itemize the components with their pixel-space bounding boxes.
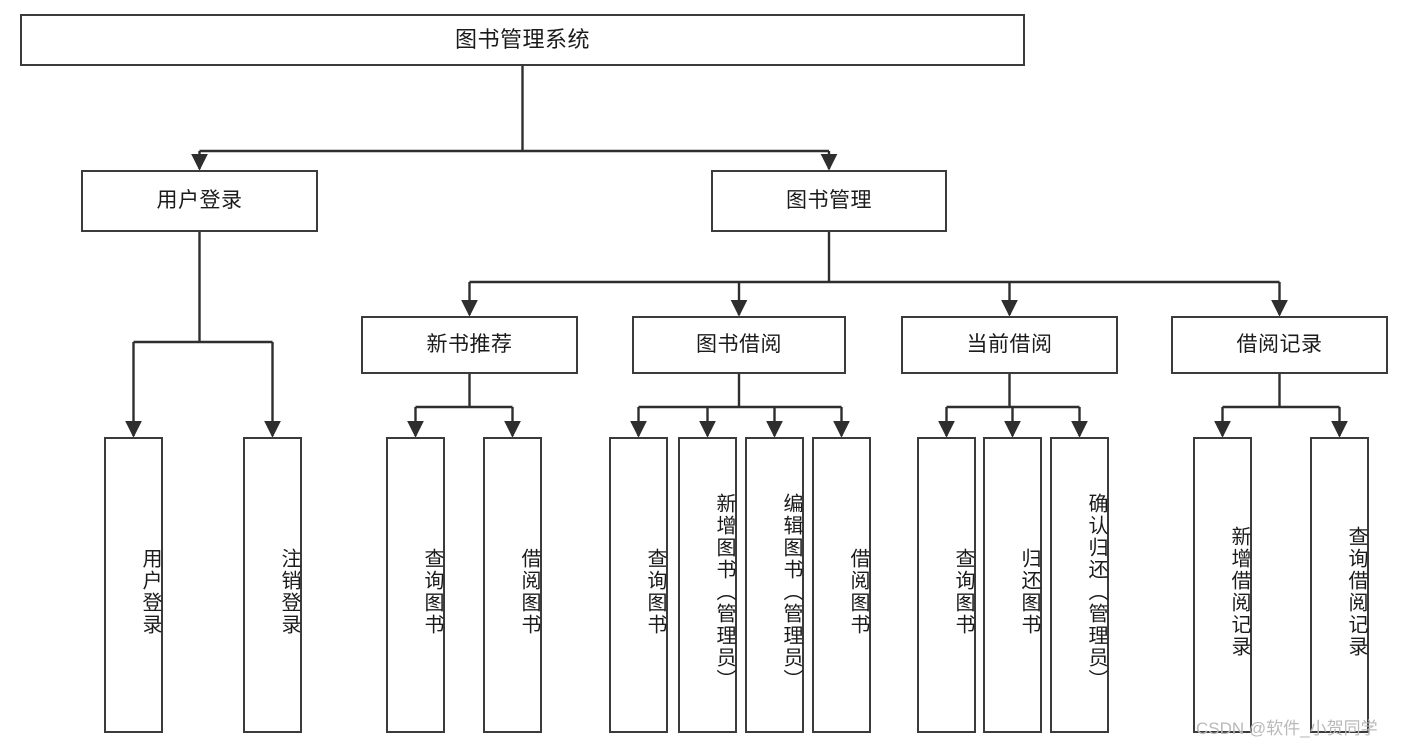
- node-leaf-query-book-borrow[interactable]: 查询图书: [609, 437, 668, 733]
- node-leaf-return-book[interactable]: 归还图书: [983, 437, 1042, 733]
- node-current-borrow[interactable]: 当前借阅: [901, 316, 1118, 374]
- node-label: 借阅图书: [847, 548, 869, 636]
- node-label: 新增图书（管理员）: [713, 493, 735, 691]
- node-label: 借阅记录: [1236, 332, 1323, 356]
- node-label: 用户登录: [156, 188, 243, 212]
- node-root[interactable]: 图书管理系统: [20, 14, 1025, 66]
- node-label: 查询借阅记录: [1345, 526, 1367, 658]
- node-label: 图书管理系统: [454, 27, 590, 53]
- node-label: 新增借阅记录: [1228, 526, 1250, 658]
- node-leaf-add-borrow-record[interactable]: 新增借阅记录: [1193, 437, 1252, 733]
- node-leaf-edit-book-admin[interactable]: 编辑图书（管理员）: [745, 437, 804, 733]
- node-label: 查询图书: [952, 548, 974, 636]
- node-label: 查询图书: [644, 548, 666, 636]
- node-label: 编辑图书（管理员）: [780, 493, 802, 691]
- node-label: 借阅图书: [518, 548, 540, 636]
- node-user-login[interactable]: 用户登录: [81, 170, 318, 232]
- node-new-book-recommend[interactable]: 新书推荐: [361, 316, 578, 374]
- node-leaf-user-login[interactable]: 用户登录: [104, 437, 163, 733]
- node-leaf-query-book-cur[interactable]: 查询图书: [917, 437, 976, 733]
- node-leaf-user-logout[interactable]: 注销登录: [243, 437, 302, 733]
- node-label: 图书管理: [786, 188, 872, 212]
- node-leaf-add-book-admin[interactable]: 新增图书（管理员）: [678, 437, 737, 733]
- node-leaf-confirm-return-admin[interactable]: 确认归还（管理员）: [1050, 437, 1109, 733]
- node-label: 确认归还（管理员）: [1085, 493, 1107, 691]
- node-label: 当前借阅: [966, 332, 1053, 356]
- node-book-borrow[interactable]: 图书借阅: [632, 316, 846, 374]
- node-leaf-query-borrow-record[interactable]: 查询借阅记录: [1310, 437, 1369, 733]
- node-label: 用户登录: [139, 548, 161, 636]
- node-label: 图书借阅: [696, 332, 782, 356]
- node-label: 注销登录: [278, 548, 300, 636]
- node-book-manage[interactable]: 图书管理: [711, 170, 947, 232]
- node-borrow-record[interactable]: 借阅记录: [1171, 316, 1388, 374]
- node-label: 归还图书: [1018, 548, 1040, 636]
- node-leaf-borrow-book-rec[interactable]: 借阅图书: [483, 437, 542, 733]
- node-label: 查询图书: [421, 548, 443, 636]
- csdn-watermark: CSDN @软件_小贺同学: [1196, 719, 1378, 738]
- node-label: 新书推荐: [426, 332, 513, 356]
- node-leaf-borrow-book[interactable]: 借阅图书: [812, 437, 871, 733]
- node-leaf-query-book-rec[interactable]: 查询图书: [386, 437, 445, 733]
